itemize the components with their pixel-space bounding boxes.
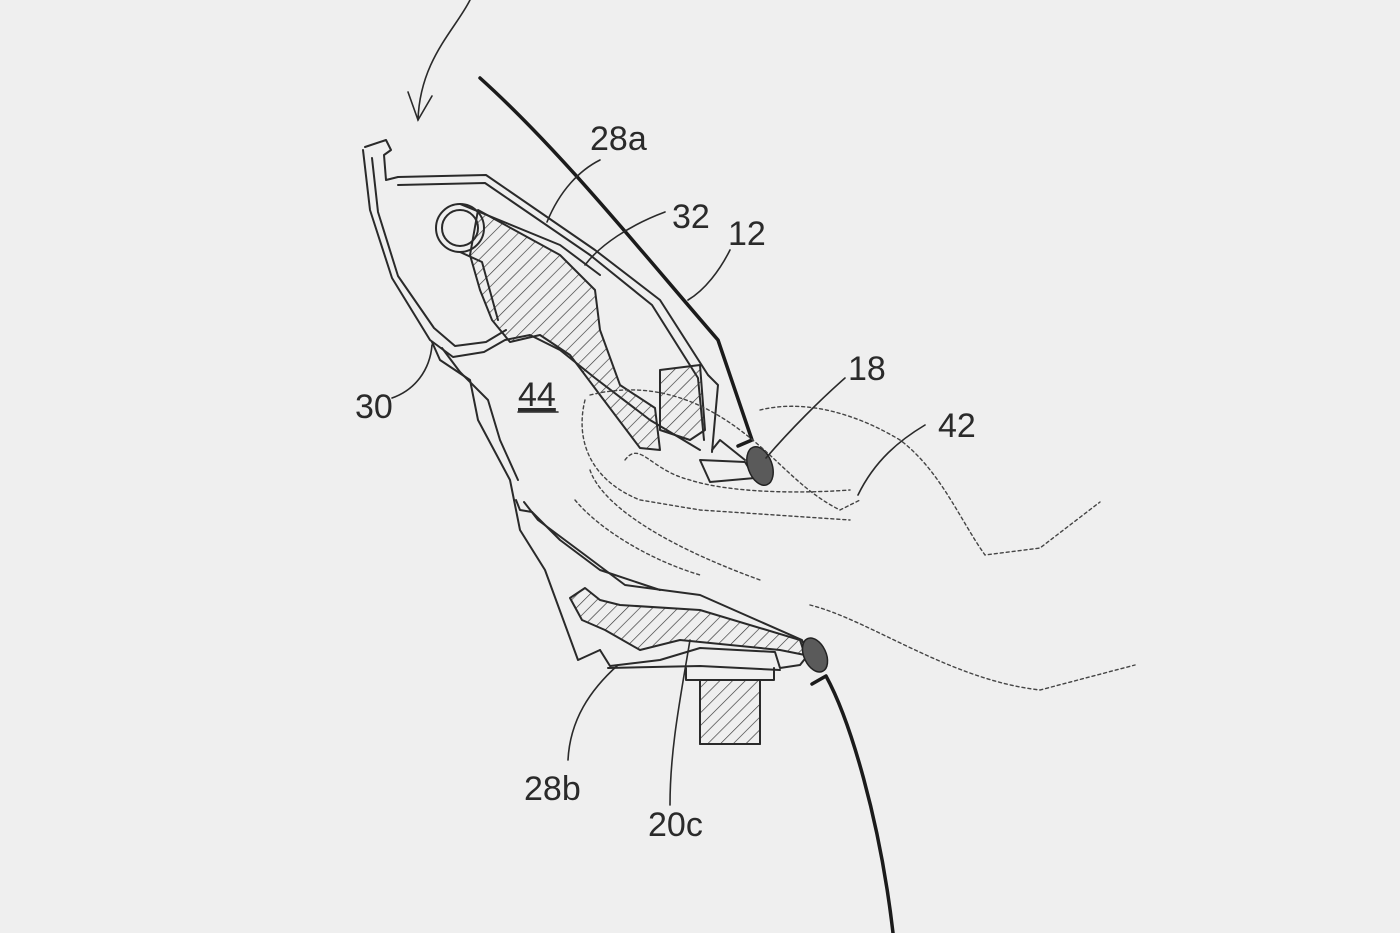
leader-28b — [567, 664, 619, 761]
lower-seal — [801, 637, 829, 673]
leader-30 — [391, 344, 433, 399]
label-32: 32 — [672, 198, 710, 236]
mounting-post — [685, 667, 775, 745]
leader-28a — [546, 159, 601, 223]
body-panel-12 — [478, 76, 754, 448]
leader-18 — [765, 377, 846, 459]
label-28b: 28b — [524, 770, 581, 808]
label-30: 30 — [355, 388, 393, 426]
lower-body-panel — [810, 674, 895, 933]
region-42-outline — [574, 389, 1136, 691]
label-44: 44 — [518, 376, 556, 414]
label-28a: 28a — [590, 120, 647, 158]
airflow-arrow — [407, 0, 471, 122]
leader-32 — [584, 211, 666, 266]
flap-member-32 — [459, 203, 661, 451]
label-12: 12 — [728, 215, 766, 253]
leader-20c — [669, 639, 691, 806]
leader-12 — [687, 249, 731, 301]
label-42: 42 — [938, 407, 976, 445]
seal-block — [659, 364, 756, 483]
label-18: 18 — [848, 350, 886, 388]
label-20c: 20c — [648, 806, 703, 844]
leader-42 — [857, 424, 926, 496]
lower-housing — [513, 499, 809, 671]
